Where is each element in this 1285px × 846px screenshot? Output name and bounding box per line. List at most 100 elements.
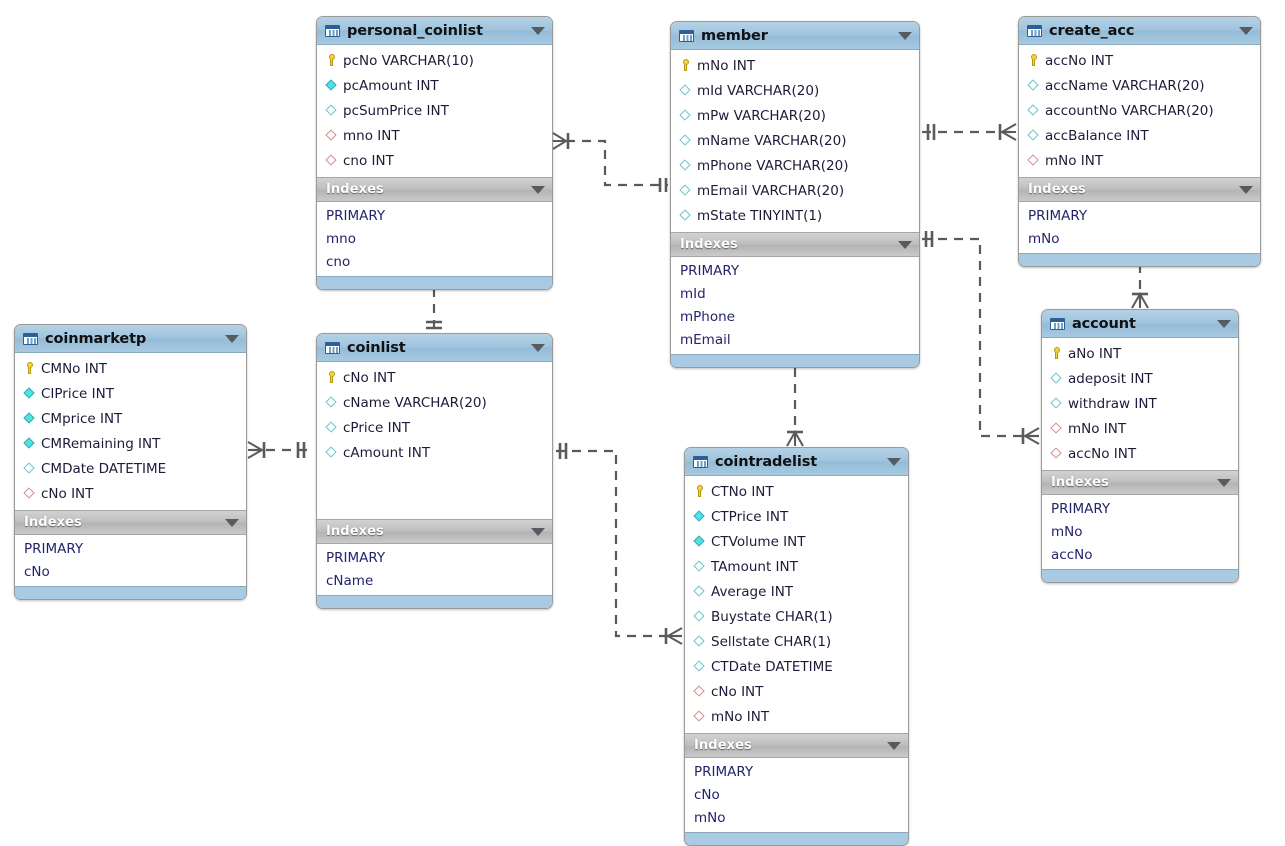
chevron-down-icon[interactable] bbox=[898, 31, 912, 40]
chevron-down-icon[interactable] bbox=[1217, 319, 1231, 328]
table-row[interactable]: Sellstate CHAR(1) bbox=[685, 629, 908, 654]
table-row[interactable]: cNo INT bbox=[685, 679, 908, 704]
index-row[interactable]: accNo bbox=[1051, 546, 1093, 563]
chevron-down-icon[interactable] bbox=[1239, 185, 1253, 194]
table-row[interactable]: mNo INT bbox=[1042, 416, 1238, 441]
index-row[interactable]: PRIMARY bbox=[680, 262, 740, 279]
table-row[interactable]: mPhone VARCHAR(20) bbox=[671, 153, 919, 178]
table-row[interactable]: mEmail VARCHAR(20) bbox=[671, 178, 919, 203]
index-row[interactable]: mId bbox=[680, 285, 706, 302]
table-row[interactable]: mNo INT bbox=[671, 53, 919, 78]
index-row[interactable]: cno bbox=[326, 253, 351, 270]
indexes-header-cointradelist[interactable]: Indexes bbox=[685, 733, 908, 758]
table-row[interactable]: CMDate DATETIME bbox=[15, 456, 246, 481]
table-row[interactable]: cName VARCHAR(20) bbox=[317, 390, 552, 415]
chevron-down-icon[interactable] bbox=[887, 457, 901, 466]
table-row[interactable]: CTDate DATETIME bbox=[685, 654, 908, 679]
table-name: create_acc bbox=[1049, 22, 1135, 39]
table-header-create_acc[interactable]: create_acc bbox=[1019, 17, 1260, 45]
table-row[interactable]: mNo INT bbox=[1019, 148, 1260, 173]
table-header-personal_coinlist[interactable]: personal_coinlist bbox=[317, 17, 552, 45]
chevron-down-icon[interactable] bbox=[225, 334, 239, 343]
table-row[interactable]: CMRemaining INT bbox=[15, 431, 246, 456]
table-row[interactable]: pcSumPrice INT bbox=[317, 98, 552, 123]
index-row[interactable]: PRIMARY bbox=[1028, 207, 1088, 224]
chevron-down-icon[interactable] bbox=[531, 185, 545, 194]
indexes-header-coinlist[interactable]: Indexes bbox=[317, 519, 552, 544]
index-row[interactable]: cNo bbox=[24, 563, 50, 580]
indexes-header-member[interactable]: Indexes bbox=[671, 232, 919, 257]
table-header-account[interactable]: account bbox=[1042, 310, 1238, 338]
table-header-member[interactable]: member bbox=[671, 22, 919, 50]
table-row[interactable]: mState TINYINT(1) bbox=[671, 203, 919, 228]
table-row[interactable]: accBalance INT bbox=[1019, 123, 1260, 148]
table-row[interactable]: accName VARCHAR(20) bbox=[1019, 73, 1260, 98]
table-row[interactable]: accountNo VARCHAR(20) bbox=[1019, 98, 1260, 123]
index-row[interactable]: mPhone bbox=[680, 308, 735, 325]
table-header-coinmarketp[interactable]: coinmarketp bbox=[15, 325, 246, 353]
table-row[interactable]: CMNo INT bbox=[15, 356, 246, 381]
table-row[interactable]: mno INT bbox=[317, 123, 552, 148]
indexes-header-coinmarketp[interactable]: Indexes bbox=[15, 510, 246, 535]
index-row[interactable]: PRIMARY bbox=[24, 540, 84, 557]
table-row[interactable]: aNo INT bbox=[1042, 341, 1238, 366]
index-row[interactable]: mNo bbox=[694, 809, 726, 826]
table-row[interactable]: CTNo INT bbox=[685, 479, 908, 504]
index-row[interactable]: mno bbox=[326, 230, 356, 247]
table-row[interactable]: pcNo VARCHAR(10) bbox=[317, 48, 552, 73]
table-row[interactable]: mName VARCHAR(20) bbox=[671, 128, 919, 153]
table-row[interactable]: Average INT bbox=[685, 579, 908, 604]
index-row[interactable]: PRIMARY bbox=[326, 207, 386, 224]
index-row[interactable]: cName bbox=[326, 572, 374, 589]
index-row[interactable]: mNo bbox=[1028, 230, 1060, 247]
table-row[interactable]: cno INT bbox=[317, 148, 552, 173]
chevron-down-icon[interactable] bbox=[225, 518, 239, 527]
indexes-header-create_acc[interactable]: Indexes bbox=[1019, 177, 1260, 202]
index-row[interactable]: PRIMARY bbox=[326, 549, 386, 566]
table-header-cointradelist[interactable]: cointradelist bbox=[685, 448, 908, 476]
table-row[interactable]: pcAmount INT bbox=[317, 73, 552, 98]
not-null-diamond-icon bbox=[325, 79, 338, 92]
table-row[interactable]: Buystate CHAR(1) bbox=[685, 604, 908, 629]
index-row[interactable]: cNo bbox=[694, 786, 720, 803]
table-row[interactable]: cNo INT bbox=[317, 365, 552, 390]
table-row[interactable]: TAmount INT bbox=[685, 554, 908, 579]
table-row[interactable]: CMprice INT bbox=[15, 406, 246, 431]
table-row[interactable]: withdraw INT bbox=[1042, 391, 1238, 416]
chevron-down-icon[interactable] bbox=[1239, 26, 1253, 35]
indexes-header-account[interactable]: Indexes bbox=[1042, 470, 1238, 495]
table-row[interactable]: adeposit INT bbox=[1042, 366, 1238, 391]
table-row[interactable]: CTVolume INT bbox=[685, 529, 908, 554]
chevron-down-icon[interactable] bbox=[898, 240, 912, 249]
table-personal_coinlist[interactable]: personal_coinlist pcNo VARCHAR(10)pcAmoun… bbox=[316, 16, 553, 290]
table-row[interactable]: mNo INT bbox=[685, 704, 908, 729]
chevron-down-icon[interactable] bbox=[1217, 478, 1231, 487]
index-row[interactable]: PRIMARY bbox=[694, 763, 754, 780]
column-label: CMNo INT bbox=[41, 360, 108, 377]
index-row[interactable]: mNo bbox=[1051, 523, 1083, 540]
table-row[interactable]: cAmount INT bbox=[317, 440, 552, 465]
chevron-down-icon[interactable] bbox=[531, 527, 545, 536]
table-header-coinlist[interactable]: coinlist bbox=[317, 334, 552, 362]
table-row[interactable]: accNo INT bbox=[1019, 48, 1260, 73]
chevron-down-icon[interactable] bbox=[531, 26, 545, 35]
chevron-down-icon[interactable] bbox=[887, 741, 901, 750]
table-row[interactable]: CIPrice INT bbox=[15, 381, 246, 406]
chevron-down-icon[interactable] bbox=[531, 343, 545, 352]
table-row[interactable]: CTPrice INT bbox=[685, 504, 908, 529]
indexes-header-personal_coinlist[interactable]: Indexes bbox=[317, 177, 552, 202]
table-row[interactable]: mPw VARCHAR(20) bbox=[671, 103, 919, 128]
table-row[interactable]: accNo INT bbox=[1042, 441, 1238, 466]
index-row[interactable]: PRIMARY bbox=[1051, 500, 1111, 517]
index-row[interactable]: mEmail bbox=[680, 331, 731, 348]
table-row[interactable]: mId VARCHAR(20) bbox=[671, 78, 919, 103]
table-row[interactable]: cNo INT bbox=[15, 481, 246, 506]
table-row[interactable]: cPrice INT bbox=[317, 415, 552, 440]
